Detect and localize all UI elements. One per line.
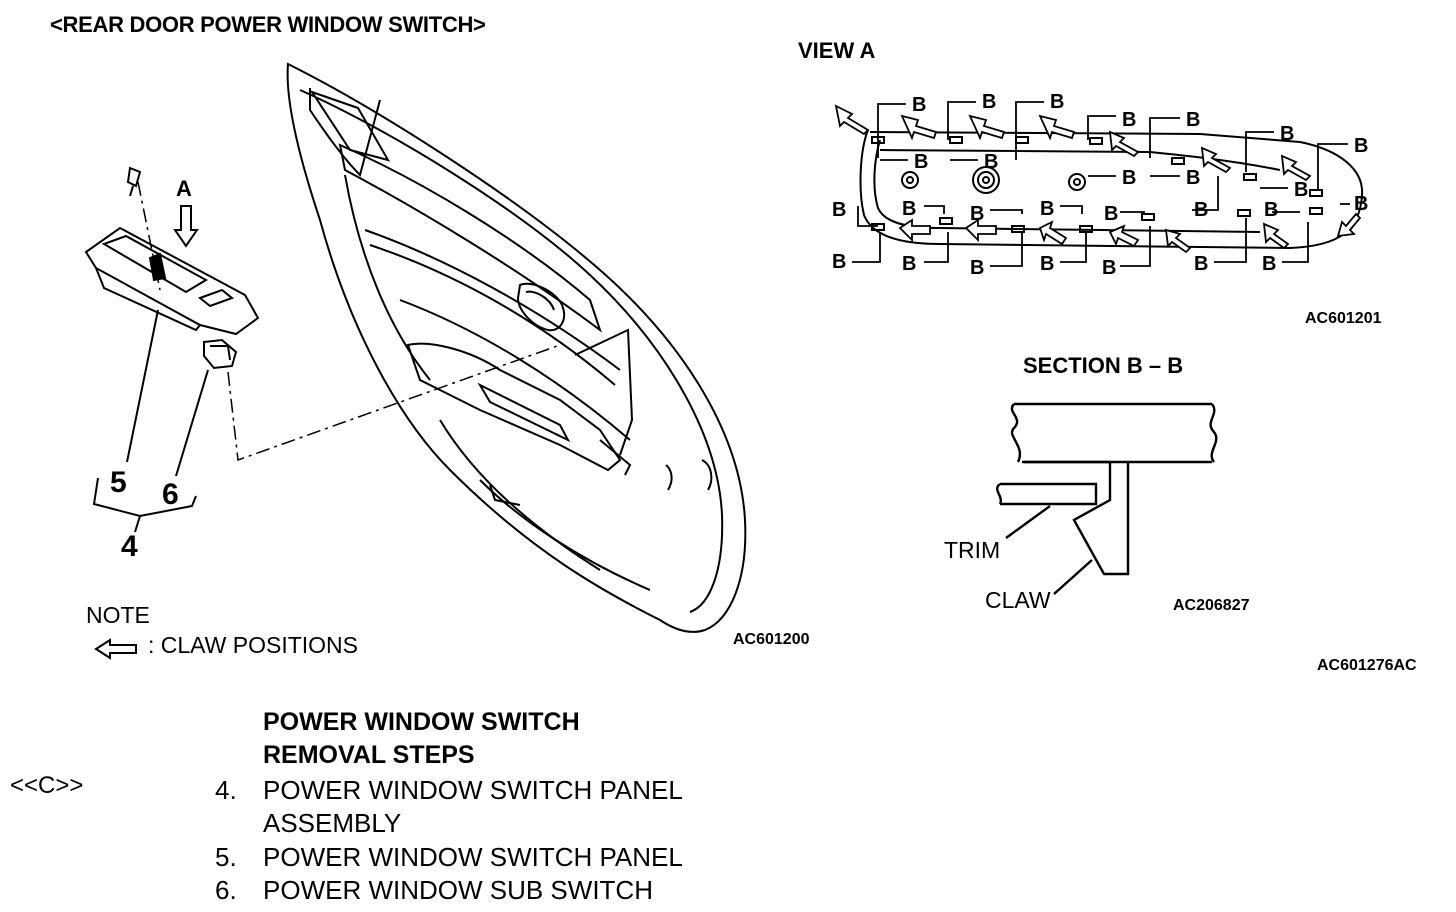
view-a-label: VIEW A (798, 38, 876, 63)
section-b-marker: B (832, 251, 846, 273)
claw-positions-legend: : CLAW POSITIONS (148, 632, 359, 658)
section-b-marker: B (1122, 109, 1136, 131)
callout-5: 5 (110, 466, 127, 499)
section-b-marker: B (1102, 257, 1116, 279)
section-b-marker: B (1104, 203, 1118, 225)
step-6-number: 6. (215, 875, 237, 905)
service-point-mark: <<C>> (10, 772, 84, 799)
section-b-marker: B (914, 151, 928, 173)
section-b-marker: B (970, 203, 984, 225)
section-b-marker: B (1040, 253, 1054, 275)
view-a-claw-arrows (834, 104, 1362, 254)
section-b-marker: B (984, 151, 998, 173)
steps-heading-line2: REMOVAL STEPS (263, 741, 475, 769)
section-b-marker: B (1280, 123, 1294, 145)
callout-4: 4 (121, 530, 138, 563)
callout-leaders (92, 309, 209, 533)
step-5-text: POWER WINDOW SWITCH PANEL (263, 842, 683, 872)
section-b-marker: B (1354, 135, 1368, 157)
trim-label: TRIM (944, 537, 1001, 563)
section-b-marker: B (1262, 253, 1276, 275)
step-5-number: 5. (215, 842, 237, 872)
switch-panel-drawing (84, 166, 260, 370)
step-6-text: POWER WINDOW SUB SWITCH (263, 875, 653, 905)
view-a-claw-symbols (871, 136, 1323, 233)
overall-figure-code: AC601276AC (1317, 657, 1417, 674)
section-b-marker: B (1186, 109, 1200, 131)
section-b-marker: B (1194, 253, 1208, 275)
view-a-arrow-label: A (176, 176, 192, 201)
door-trim-drawing (286, 62, 747, 633)
view-a-arrow-icon (173, 205, 199, 248)
view-a-section-leaders (852, 101, 1350, 267)
section-b-marker: B (912, 94, 926, 116)
section-figure-code: AC206827 (1173, 597, 1250, 614)
steps-heading-line1: POWER WINDOW SWITCH (263, 708, 580, 736)
view-a-section-markers: B B B B B B B B B B B B B B B B B B B B … (832, 91, 1368, 279)
note-label: NOTE (86, 602, 150, 628)
section-b-b-drawing (996, 402, 1218, 595)
section-b-marker: B (1122, 167, 1136, 189)
step-4-number: 4. (215, 775, 237, 805)
section-b-marker: B (1354, 193, 1368, 215)
section-b-b-label: SECTION B – B (1023, 353, 1184, 378)
section-b-marker: B (902, 198, 916, 220)
main-figure-code: AC601200 (733, 631, 810, 648)
section-b-marker: B (1294, 179, 1308, 201)
section-b-marker: B (982, 91, 996, 113)
step-4-text-continued: ASSEMBLY (263, 808, 402, 838)
claw-label: CLAW (985, 587, 1051, 613)
section-b-marker: B (832, 199, 846, 221)
step-4-text: POWER WINDOW SWITCH PANEL (263, 775, 683, 805)
callout-6: 6 (162, 478, 179, 511)
section-b-marker: B (1186, 167, 1200, 189)
claw-legend-arrow-icon (94, 638, 137, 660)
section-b-marker: B (1264, 199, 1278, 221)
section-b-marker: B (902, 253, 916, 275)
section-b-marker: B (1194, 199, 1208, 221)
page-title: <REAR DOOR POWER WINDOW SWITCH> (50, 12, 486, 37)
view-a-figure-code: AC601201 (1305, 310, 1382, 327)
section-b-marker: B (970, 257, 984, 279)
section-b-marker: B (1040, 198, 1054, 220)
section-b-marker: B (1050, 91, 1064, 113)
